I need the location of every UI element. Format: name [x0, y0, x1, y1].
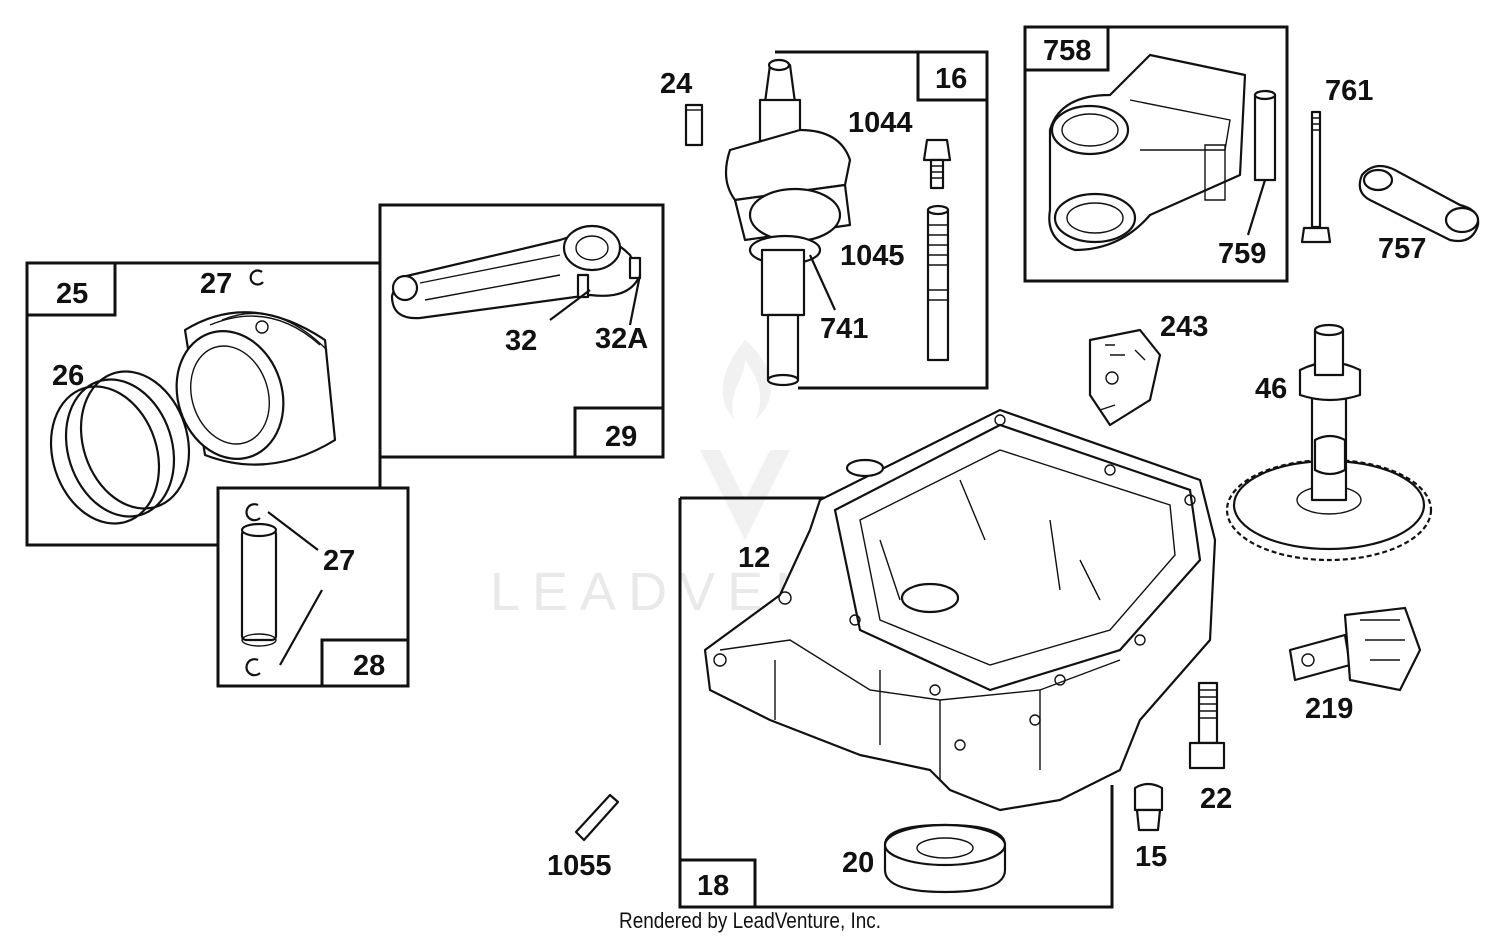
bolt-22-part: [1188, 681, 1226, 770]
piston-pin-part: [240, 522, 278, 647]
governor-arm-part: [1288, 606, 1422, 692]
pin-1045-part: [926, 204, 950, 362]
box-label-18: 18: [697, 870, 729, 902]
label-759: 759: [1218, 238, 1266, 270]
seal-part: [883, 823, 1007, 894]
label-22: 22: [1200, 783, 1232, 815]
label-12: 12: [738, 542, 770, 574]
label-741: 741: [820, 313, 868, 345]
piston-pin-box: 28 27: [216, 486, 410, 688]
link-757-part: [1358, 164, 1480, 243]
piston-group-box: 25 27 26: [25, 261, 382, 547]
camshaft-part: [1225, 323, 1433, 562]
box-label-28: 28: [353, 650, 385, 682]
label-32a: 32A: [595, 323, 648, 355]
key-part: [684, 103, 704, 147]
label-219: 219: [1305, 693, 1353, 725]
label-1055: 1055: [547, 850, 612, 882]
footer-credit: Rendered by LeadVenture, Inc.: [619, 908, 881, 933]
box-label-758: 758: [1043, 35, 1091, 67]
label-20: 20: [842, 847, 874, 879]
box-label-16: 16: [935, 63, 967, 95]
label-757: 757: [1378, 233, 1426, 265]
connecting-rod-box: 29 32 32A: [378, 203, 665, 459]
watermark-logo: [700, 340, 790, 540]
clip-bottom-part: [245, 658, 261, 677]
bracket-box: 758 759: [1023, 25, 1289, 283]
bolt-1044-part: [922, 138, 952, 190]
label-27-clip: 27: [200, 268, 232, 300]
crankshaft-part: [724, 58, 852, 387]
sump-part: [703, 408, 1217, 812]
label-1045: 1045: [840, 240, 905, 272]
clip-part: [249, 269, 264, 286]
label-243: 243: [1160, 311, 1208, 343]
leader-32a: [628, 274, 642, 326]
bracket-part: [1048, 53, 1247, 252]
leader-741: [808, 254, 837, 311]
leader-27: [267, 511, 323, 666]
bolt-761-part: [1300, 110, 1332, 244]
box-label-29: 29: [605, 421, 637, 453]
dowel-pin-part: [574, 793, 620, 842]
label-46: 46: [1255, 373, 1287, 405]
pin-759-part: [1253, 89, 1277, 182]
label-15: 15: [1135, 841, 1167, 873]
label-24: 24: [660, 68, 692, 100]
label-27-pin-clips: 27: [323, 545, 355, 577]
governor-plate-part: [1088, 328, 1162, 427]
label-761: 761: [1325, 75, 1373, 107]
plug-15-part: [1133, 782, 1164, 832]
label-1044: 1044: [848, 107, 913, 139]
piston-rings-part: [49, 370, 191, 525]
crankshaft-box: 16 24 741 1044 1045: [660, 50, 989, 390]
label-26-rings: 26: [52, 360, 84, 392]
leader-32: [549, 289, 591, 321]
piston-part: [175, 311, 337, 466]
box-label-25: 25: [56, 278, 88, 310]
connecting-rod-part: [390, 224, 642, 320]
clip-top-part: [245, 503, 261, 522]
leader-759: [1246, 179, 1267, 236]
label-32: 32: [505, 325, 537, 357]
